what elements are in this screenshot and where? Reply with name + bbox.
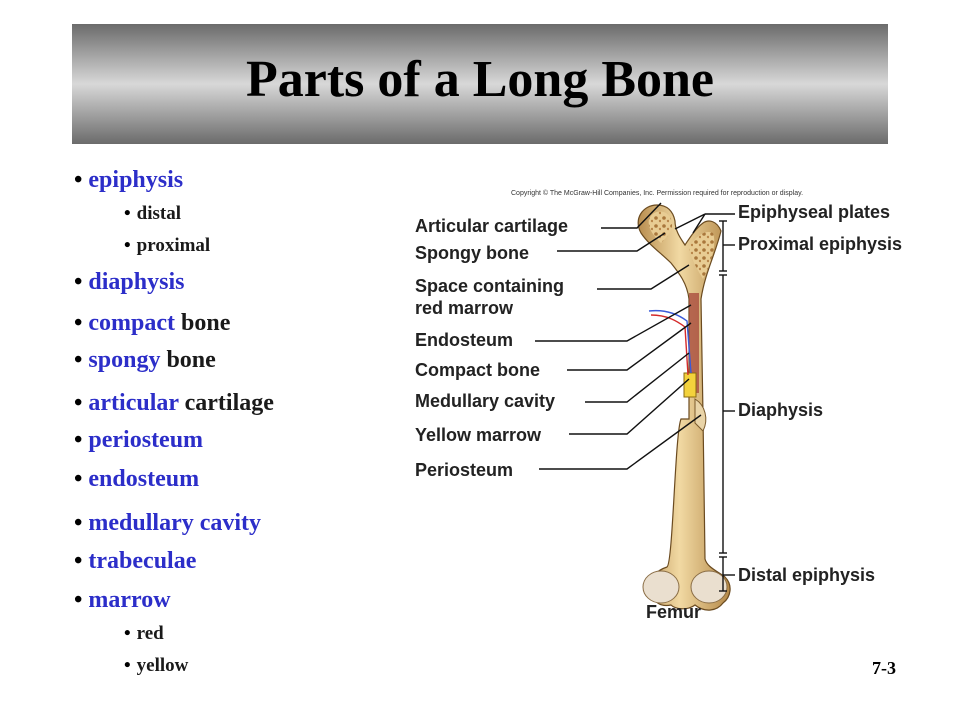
label-proximal-epiphysis: Proximal epiphysis [738, 234, 903, 254]
figure-caption: Femur [646, 602, 702, 622]
label-endosteum: Endosteum [415, 330, 514, 350]
title-banner [72, 24, 888, 144]
femur-illustration [535, 202, 735, 611]
bullet-marrow: •marrow [74, 587, 171, 613]
label-diaphysis: Diaphysis [738, 400, 824, 420]
label-space-line1: Space containing [415, 276, 565, 296]
slide-title: Parts of a Long Bone [246, 51, 714, 108]
bullet-red: •red [124, 623, 164, 644]
bullet-proximal: •proximal [124, 235, 211, 256]
label-medullary-cavity: Medullary cavity [415, 391, 556, 411]
bullet-spongy-bone: •spongy bone [74, 347, 216, 373]
bullet-diaphysis: •diaphysis [74, 269, 185, 295]
femur-diagram: Copyright © The McGraw-Hill Companies, I… [405, 183, 945, 633]
label-articular-cartilage: Articular cartilage [415, 216, 569, 236]
bullet-trabeculae: •trabeculae [74, 548, 197, 574]
label-epiphyseal-plates: Epiphyseal plates [738, 202, 891, 222]
bullet-epiphysis: •epiphysis [74, 167, 184, 193]
label-distal-epiphysis: Distal epiphysis [738, 565, 876, 585]
bullet-articular-cartilage: •articular cartilage [74, 390, 274, 416]
bullet-distal: •distal [124, 203, 182, 224]
bullet-medullary-cavity: •medullary cavity [74, 510, 262, 536]
copyright-notice: Copyright © The McGraw-Hill Companies, I… [511, 190, 804, 197]
bullet-periosteum: •periosteum [74, 427, 204, 453]
label-compact-bone: Compact bone [415, 360, 541, 380]
bullet-endosteum: •endosteum [74, 466, 200, 492]
label-periosteum: Periosteum [415, 460, 514, 480]
bullet-yellow: •yellow [124, 655, 189, 676]
label-yellow-marrow: Yellow marrow [415, 425, 542, 445]
bullet-compact-bone: •compact bone [74, 310, 231, 336]
label-space-line2: red marrow [415, 298, 514, 318]
label-spongy-bone: Spongy bone [415, 243, 529, 263]
slide-number: 7-3 [872, 658, 896, 678]
